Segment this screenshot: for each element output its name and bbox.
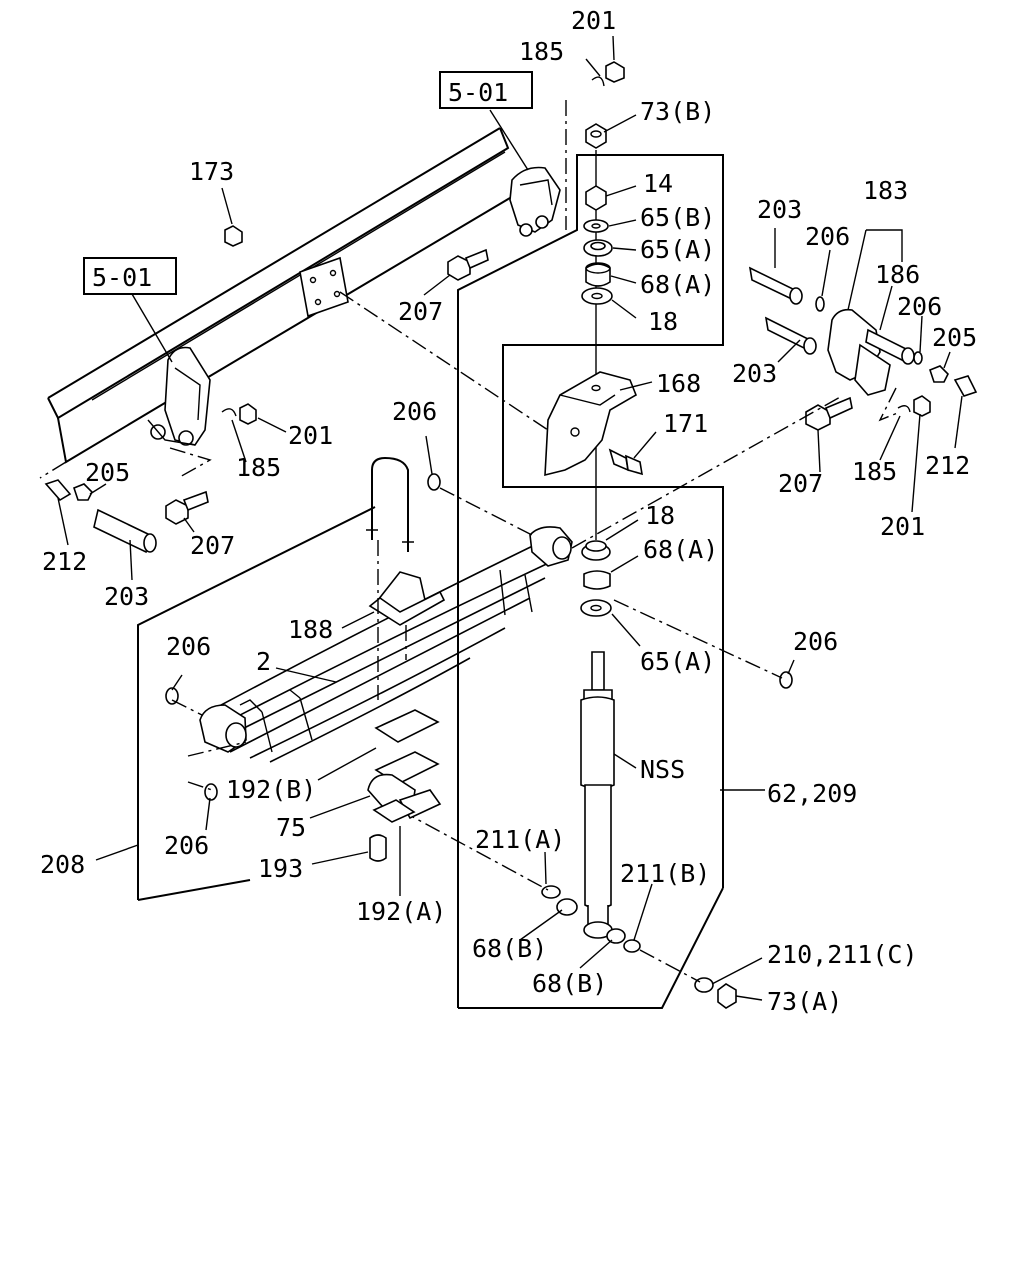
mounting-plate: [299, 256, 349, 318]
label-206-left: 206: [166, 632, 211, 661]
label-206-mid: 206: [392, 397, 437, 426]
group-boxes: [137, 154, 724, 1009]
ref-box-left: [83, 257, 177, 295]
label-206-r2: 206: [897, 292, 942, 321]
label-205-l: 205: [85, 458, 130, 487]
label-68a-top: 68(A): [640, 270, 715, 299]
label-211b: 211(B): [620, 859, 710, 888]
part-number-labels: 201 185 5-01 73(B) 14 65(B) 65(A) 68(A) …: [40, 6, 977, 1016]
label-205-r: 205: [932, 323, 977, 352]
label-185-r: 185: [852, 457, 897, 486]
label-65b: 65(B): [640, 203, 715, 232]
ref-5-01-left: 5-01: [92, 263, 152, 292]
label-206-bl: 206: [164, 831, 209, 860]
label-192a: 192(A): [356, 897, 446, 926]
leaf-spring: [199, 526, 573, 763]
label-18-top: 18: [648, 307, 678, 336]
label-203-r2: 203: [732, 359, 777, 388]
label-173: 173: [189, 157, 234, 186]
label-201-l: 201: [288, 421, 333, 450]
label-2: 2: [256, 647, 271, 676]
leader-lines: [57, 35, 963, 1001]
label-207-mid: 207: [398, 297, 443, 326]
label-73b: 73(B): [640, 97, 715, 126]
label-211a: 211(A): [475, 825, 565, 854]
label-75: 75: [276, 813, 306, 842]
label-192b: 192(B): [226, 775, 316, 804]
label-203-r1: 203: [757, 195, 802, 224]
label-68a-mid: 68(A): [643, 535, 718, 564]
label-188: 188: [288, 615, 333, 644]
label-185-top: 185: [519, 37, 564, 66]
label-206-right: 206: [793, 627, 838, 656]
front-hanger-bracket: [147, 346, 211, 446]
label-210-211c: 210,211(C): [767, 940, 918, 969]
label-207-r: 207: [778, 469, 823, 498]
label-65a-top: 65(A): [640, 235, 715, 264]
label-183: 183: [863, 176, 908, 205]
label-nss: NSS: [640, 755, 685, 784]
ref-box-top: [439, 71, 533, 109]
label-212-r: 212: [925, 451, 970, 480]
label-208: 208: [40, 850, 85, 879]
label-14: 14: [643, 169, 673, 198]
label-168: 168: [656, 369, 701, 398]
ref-5-01-top: 5-01: [448, 78, 508, 107]
label-206-r1: 206: [805, 222, 850, 251]
label-62-209: 62,209: [767, 779, 857, 808]
label-185-l: 185: [236, 453, 281, 482]
label-171: 171: [663, 409, 708, 438]
label-201-r: 201: [880, 512, 925, 541]
shock-absorber-hardware-stack: [399, 123, 737, 1009]
frame-rail: [39, 127, 521, 479]
label-203-l: 203: [104, 582, 149, 611]
label-201-top: 201: [571, 6, 616, 35]
label-186: 186: [875, 260, 920, 289]
label-68b-1: 68(B): [472, 934, 547, 963]
label-212-l: 212: [42, 547, 87, 576]
centre-lines: [169, 100, 901, 791]
label-65a-mid: 65(A): [640, 647, 715, 676]
label-193: 193: [258, 854, 303, 883]
label-207-l: 207: [190, 531, 235, 560]
shackle-assembly: [748, 266, 978, 431]
label-68b-2: 68(B): [532, 969, 607, 998]
u-bolt-and-seat: [366, 456, 446, 862]
label-73a: 73(A): [767, 987, 842, 1016]
rear-hanger-bracket: [509, 166, 561, 237]
label-18-mid: 18: [645, 501, 675, 530]
front-pin-hardware: [44, 61, 793, 801]
